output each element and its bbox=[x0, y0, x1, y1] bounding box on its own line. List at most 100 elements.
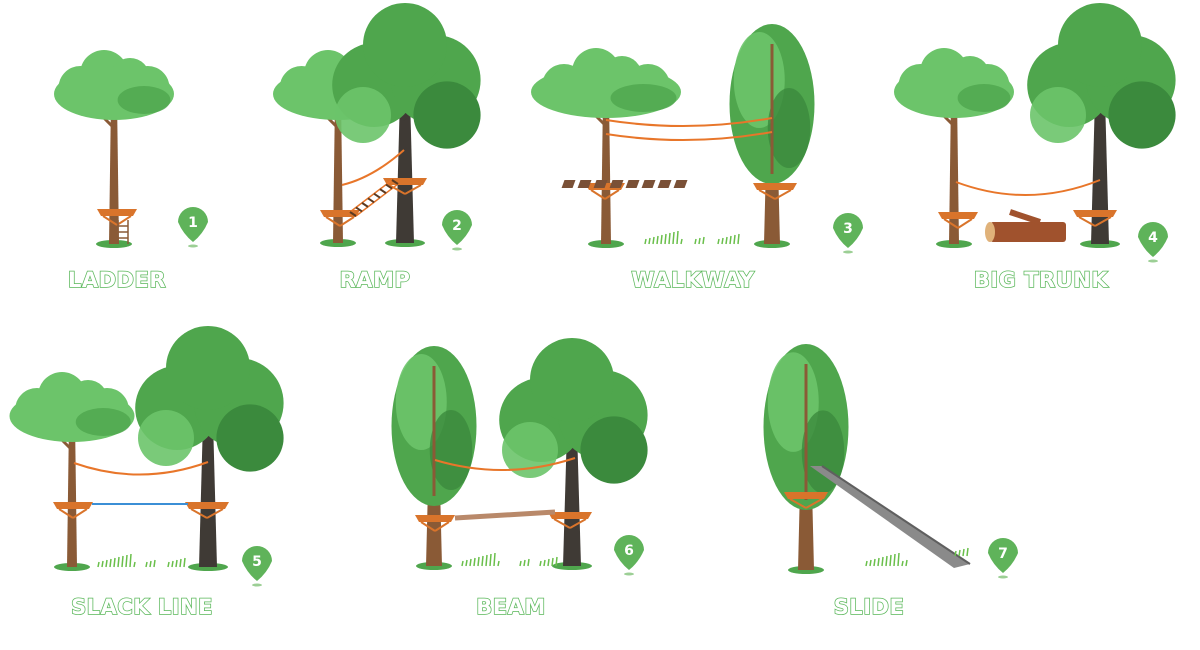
grass-blades bbox=[461, 552, 500, 567]
caption-slide: SLIDE bbox=[833, 594, 905, 620]
panel-beam: 6 bbox=[391, 338, 648, 576]
grass-tuft bbox=[539, 556, 558, 567]
slide-surface bbox=[810, 466, 970, 568]
platform bbox=[383, 178, 427, 195]
caption-big-trunk: BIG TRUNK bbox=[973, 267, 1109, 293]
tree-trunk bbox=[601, 96, 611, 244]
pin-shadow bbox=[624, 572, 634, 576]
platform-deck bbox=[753, 183, 797, 190]
tree-canopy-shade bbox=[216, 404, 284, 472]
platform-brace bbox=[325, 216, 355, 227]
caption-ladder: LADDER bbox=[67, 267, 166, 293]
tall-tree bbox=[763, 344, 849, 574]
walkway-plank bbox=[657, 180, 672, 188]
platform-deck bbox=[548, 512, 592, 519]
pin-number: 5 bbox=[252, 554, 262, 570]
safety-rope bbox=[605, 117, 773, 128]
walkway-bridge bbox=[561, 180, 688, 188]
pin-shadow bbox=[252, 583, 262, 587]
caption-ramp: RAMP bbox=[339, 267, 411, 293]
grass-tuft bbox=[865, 552, 908, 567]
platform-brace bbox=[190, 508, 224, 519]
pin-number: 6 bbox=[624, 543, 634, 559]
ladder bbox=[117, 220, 129, 244]
number-pin: 3 bbox=[833, 213, 863, 254]
tree-canopy-light bbox=[138, 410, 194, 466]
round-tree bbox=[9, 372, 135, 571]
panel-big-trunk: 4 bbox=[894, 3, 1176, 263]
platform bbox=[97, 209, 137, 226]
pin-number: 7 bbox=[998, 546, 1008, 562]
round-tree bbox=[54, 50, 174, 248]
grass-tuft bbox=[97, 553, 136, 568]
tree-canopy-shade bbox=[75, 408, 131, 436]
grass-blades bbox=[97, 553, 136, 568]
platform-deck bbox=[185, 502, 229, 509]
log-branch bbox=[1009, 209, 1041, 225]
grass-tuft bbox=[954, 547, 969, 557]
platform-deck bbox=[938, 212, 978, 219]
platform-brace bbox=[590, 189, 620, 200]
ramp-rails bbox=[349, 179, 399, 217]
platform-deck bbox=[383, 178, 427, 185]
platform-brace bbox=[1078, 216, 1112, 227]
tree-trunk bbox=[949, 96, 959, 244]
platform bbox=[53, 502, 93, 519]
tree-trunk bbox=[67, 420, 77, 567]
tree-canopy-shade bbox=[1108, 81, 1176, 149]
grass-blades bbox=[644, 230, 683, 245]
pin-shadow bbox=[188, 244, 198, 248]
panel-slack-line: 5 bbox=[9, 326, 284, 587]
platform bbox=[938, 212, 978, 229]
caption-beam: BEAM bbox=[475, 594, 546, 620]
pin-number: 2 bbox=[452, 218, 462, 234]
tree-canopy-shade bbox=[580, 416, 648, 484]
walkway-plank bbox=[561, 180, 576, 188]
pin-shadow bbox=[843, 250, 853, 254]
caption-walkway: WALKWAY bbox=[631, 267, 755, 293]
platform-brace bbox=[789, 498, 823, 509]
platform-deck bbox=[53, 502, 93, 509]
pin-number: 3 bbox=[843, 221, 853, 237]
tree-canopy-shade bbox=[413, 81, 481, 149]
tree-canopy-lobe bbox=[363, 3, 447, 87]
grass-tuft bbox=[694, 236, 705, 245]
grass-blades bbox=[717, 233, 740, 245]
platform-deck bbox=[415, 515, 455, 522]
grass-tuft bbox=[461, 552, 500, 567]
big-tree bbox=[499, 338, 648, 570]
tree-canopy-lobe bbox=[166, 326, 250, 410]
round-tree bbox=[531, 48, 681, 248]
panel-slide: 7 bbox=[763, 344, 1018, 579]
safety-rope bbox=[955, 179, 1101, 196]
platform bbox=[185, 502, 229, 519]
tree-canopy-shade bbox=[767, 88, 811, 168]
log-end bbox=[985, 222, 995, 242]
pin-marker bbox=[988, 538, 1018, 573]
big-tree bbox=[1027, 3, 1176, 248]
number-pin: 5 bbox=[242, 546, 272, 587]
grass-blades bbox=[694, 236, 705, 245]
ramp-ladder bbox=[349, 179, 399, 217]
tree-canopy-light bbox=[1030, 87, 1086, 143]
caption-slack-line: SLACK LINE bbox=[70, 594, 213, 620]
panel-ladder: 1 bbox=[54, 50, 208, 248]
slide-chute bbox=[810, 465, 971, 568]
pin-marker bbox=[442, 210, 472, 245]
grass-tuft bbox=[167, 557, 186, 568]
number-pin: 6 bbox=[614, 535, 644, 576]
grass-tuft bbox=[717, 233, 740, 245]
big-tree bbox=[135, 326, 284, 571]
panel-walkway: 3 bbox=[531, 24, 863, 254]
walkway-plank bbox=[641, 180, 656, 188]
platform-brace bbox=[943, 218, 973, 229]
platform bbox=[753, 183, 797, 200]
round-tree bbox=[894, 48, 1014, 248]
number-pin: 1 bbox=[178, 207, 208, 248]
pin-shadow bbox=[452, 247, 462, 251]
safety-rope bbox=[73, 461, 209, 476]
platform-brace bbox=[553, 518, 587, 529]
grass-blades bbox=[167, 557, 186, 568]
